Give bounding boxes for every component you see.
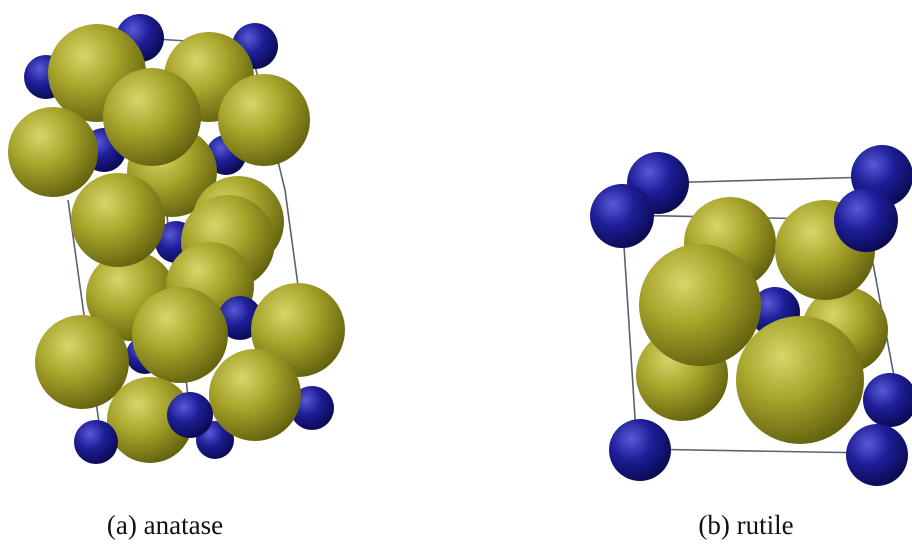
oxygen-atom: [736, 316, 864, 444]
titanium-atom: [590, 184, 654, 248]
titanium-atom: [290, 386, 334, 430]
titanium-atom: [609, 419, 671, 481]
titanium-atom: [863, 373, 912, 427]
unit-cell-edge: [636, 448, 873, 454]
oxygen-atom: [209, 349, 301, 441]
unit-cell-edge: [284, 189, 301, 301]
titanium-atom: [218, 296, 262, 340]
anatase-structure: [8, 14, 345, 464]
oxygen-atom: [218, 74, 310, 166]
oxygen-atom: [103, 68, 201, 166]
unit-cell-edge: [621, 214, 638, 450]
oxygen-atom: [107, 377, 193, 463]
titanium-atom: [167, 392, 213, 438]
oxygen-atom: [35, 315, 129, 409]
oxygen-atom: [71, 173, 165, 267]
oxygen-atom: [639, 244, 761, 366]
titanium-atom: [846, 424, 908, 486]
oxygen-atom: [132, 287, 228, 383]
titanium-atom: [834, 188, 898, 252]
rutile-structure: [590, 145, 912, 486]
anatase-caption: (a) anatase: [106, 510, 224, 540]
rutile-atoms: [590, 145, 912, 486]
oxygen-atom: [8, 107, 98, 197]
unit-cell-edge: [657, 176, 873, 184]
titanium-atom: [74, 420, 118, 464]
anatase-atoms: [8, 14, 345, 464]
rutile-caption: (b) rutile: [698, 510, 794, 540]
